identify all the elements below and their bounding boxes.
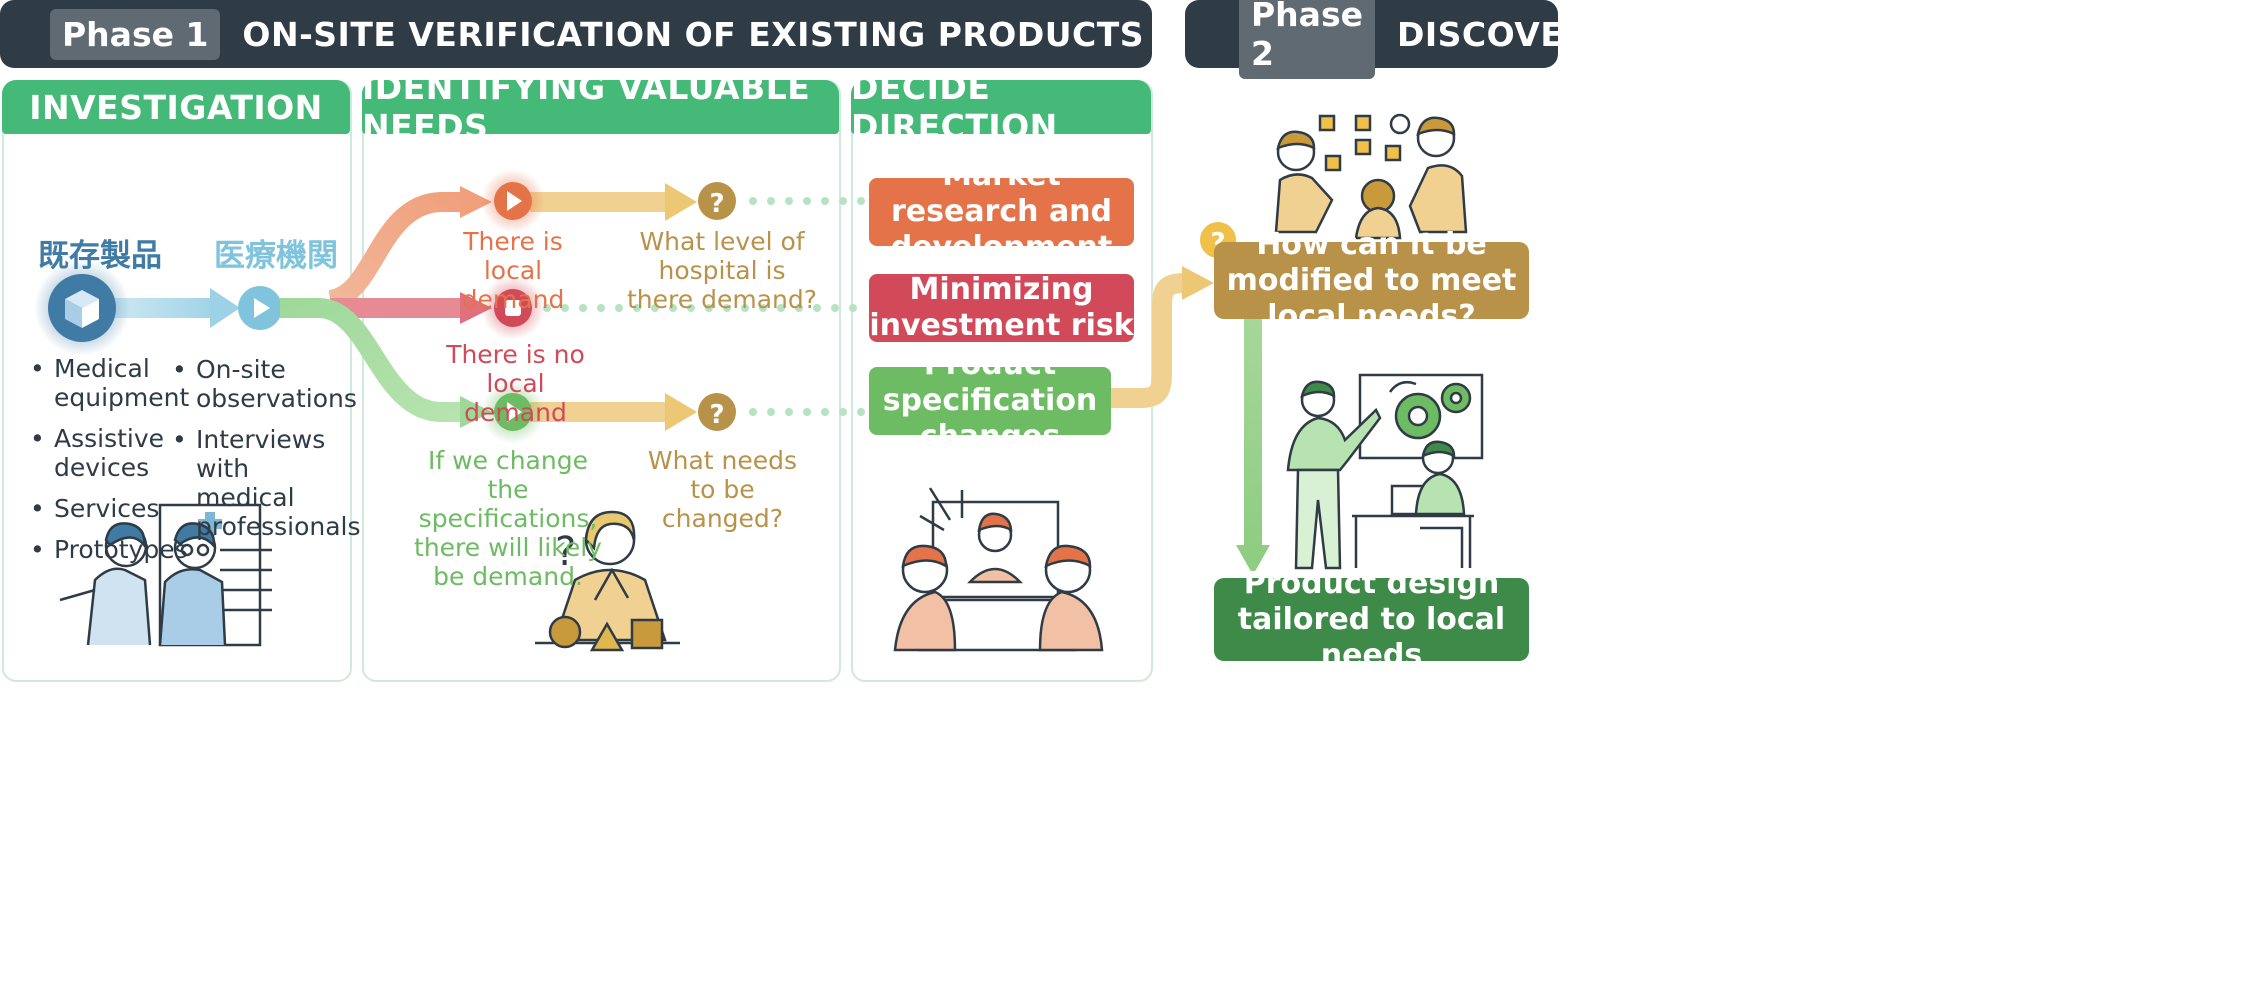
change-specs-label: If we change the specifications, there w… <box>414 446 602 591</box>
arrow-to-hospital-question <box>530 183 697 221</box>
medical-institution-label: 医療機関 <box>214 238 338 274</box>
local-demand-play-icon <box>481 169 545 233</box>
spec-changes-box: Product specification changes <box>869 347 1111 454</box>
investigation-heading: INVESTIGATION <box>2 80 350 134</box>
tailored-design-box: Product design tailored to local needs <box>1214 566 1529 673</box>
branch-spec-change <box>280 298 492 428</box>
discovery-down-arrow <box>1236 318 1270 575</box>
spec-to-discovery-arrow <box>1110 266 1214 408</box>
investigation-arrow <box>110 288 240 328</box>
hospital-question-icon: ? <box>698 182 736 220</box>
svg-text:?: ? <box>709 189 724 219</box>
change-question-icon: ? <box>698 393 736 431</box>
phase2-tag: Phase 2 <box>1239 0 1375 79</box>
phase2-title: DISCOVERY <box>1396 14 1612 54</box>
list-item: On-site observations <box>172 355 357 413</box>
arrow-to-change-question <box>530 393 697 431</box>
phase1-title: ON-SITE VERIFICATION OF EXISTING PRODUCT… <box>242 14 1145 54</box>
investment-risk-box: Minimizing investment risk <box>869 272 1134 343</box>
branch-no-demand <box>330 292 492 324</box>
cube-icon <box>34 260 130 356</box>
phase2-header: Phase 2 DISCOVERY <box>1185 0 1611 79</box>
modification-question-box: How can it be modified to meet local nee… <box>1214 227 1529 334</box>
what-change-question-label: What needs to be changed? <box>647 446 798 533</box>
meeting-illustration <box>893 487 1104 652</box>
svg-text:?: ? <box>709 400 724 430</box>
products-list: Medical equipment Assistive devices Serv… <box>30 354 189 576</box>
methods-list: On-site observations Interviews with med… <box>172 355 361 553</box>
list-item: Prototypes <box>30 535 188 564</box>
phase1-header: Phase 1 ON-SITE VERIFICATION OF EXISTING… <box>0 0 1152 68</box>
list-item: Services <box>30 494 170 523</box>
branch-local-demand <box>327 186 492 310</box>
hospital-level-question-label: What level of hospital is there demand? <box>627 227 817 314</box>
list-item: Assistive devices <box>30 424 170 482</box>
brainstorm-illustration <box>1274 108 1470 240</box>
list-item: Medical equipment <box>30 354 189 412</box>
dotted-connectors <box>543 197 865 416</box>
no-local-demand-label: There is no local demand <box>446 340 585 427</box>
svg-text:?: ? <box>555 529 576 575</box>
thinking-person-illustration: ? <box>535 510 680 652</box>
list-item: Interviews with medical professionals <box>172 425 361 541</box>
phase1-tag: Phase 1 <box>50 8 221 60</box>
needs-heading: IDENTIFYING VALUABLE NEEDS <box>362 68 839 146</box>
market-research-box: Market research and development <box>869 158 1134 265</box>
institution-play-icon <box>238 286 282 330</box>
engineers-illustration <box>1286 373 1484 570</box>
existing-products-label: 既存製品 <box>38 238 162 274</box>
spec-change-play-icon <box>481 380 545 444</box>
no-demand-stop-icon <box>481 276 545 340</box>
local-demand-label: There is local demand <box>461 227 565 314</box>
